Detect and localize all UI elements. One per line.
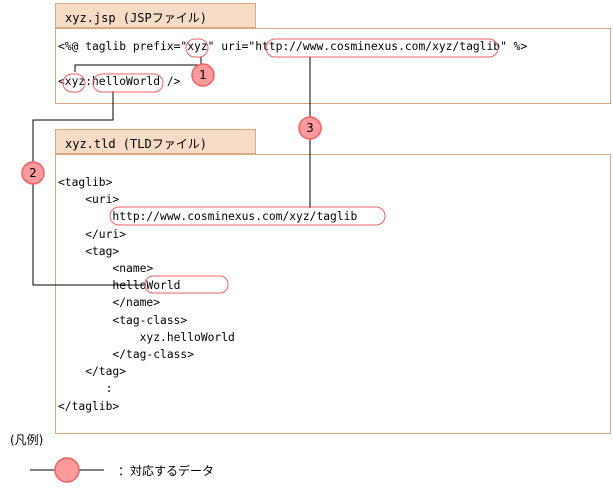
legend-text: ：対応するデータ — [118, 464, 215, 478]
tld-line: </uri> — [58, 227, 127, 241]
tld-file-tab: xyz.tld (TLDファイル) — [55, 129, 256, 154]
jsp-file-tab: xyz.jsp (JSPファイル) — [55, 3, 256, 28]
tld-line: </taglib> — [58, 399, 120, 413]
jsp-file-box — [55, 28, 611, 104]
tld-line: <tag-class> — [58, 313, 188, 327]
tld-line: xyz.helloWorld — [58, 330, 235, 344]
tld-line: http://www.cosminexus.com/xyz/taglib — [58, 210, 358, 224]
tld-line: </tag> — [58, 365, 127, 379]
tld-line: </name> — [58, 296, 161, 310]
oval-uri — [265, 38, 499, 58]
marker-circle — [21, 161, 45, 185]
connector-1 — [74, 57, 202, 72]
tld-line: : — [58, 382, 113, 396]
tld-line: <uri> — [58, 193, 120, 207]
oval-tld-uri — [109, 206, 386, 226]
tld-line: <tag> — [58, 244, 120, 258]
oval-helloworld — [92, 73, 164, 93]
jsp-taglib-directive: <%@ taglib prefix="xyz" uri="http://www.… — [58, 40, 528, 53]
marker-label: 1 — [199, 68, 207, 82]
tld-line: helloWorld — [58, 279, 181, 293]
marker-circle — [298, 116, 322, 140]
legend-title: (凡例) — [10, 433, 44, 447]
marker-circle — [191, 63, 215, 87]
oval-xyz — [62, 73, 86, 93]
legend-marker — [54, 457, 80, 483]
oval-tld-name — [144, 275, 229, 294]
tld-line: </tag-class> — [58, 348, 195, 361]
tld-line: <name> — [58, 262, 154, 275]
marker-label: 2 — [29, 166, 37, 180]
marker-label: 3 — [306, 121, 314, 135]
tld-file-box — [55, 154, 611, 434]
connector-2 — [32, 91, 146, 286]
tld-line: <taglib> — [58, 176, 113, 189]
oval-prefix — [185, 38, 209, 58]
